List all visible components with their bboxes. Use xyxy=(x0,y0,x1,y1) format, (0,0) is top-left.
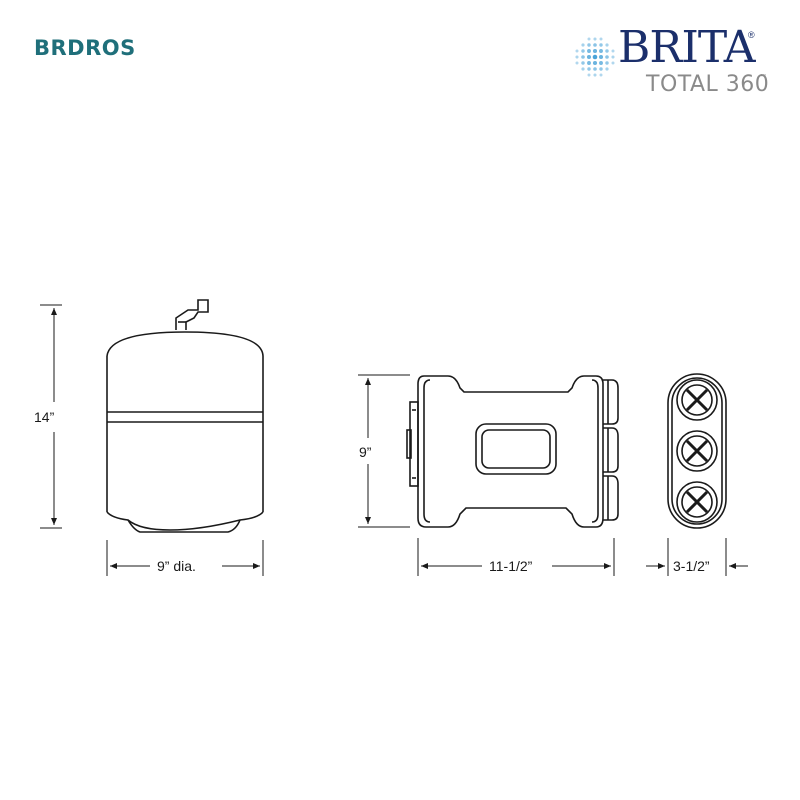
unit-height-dimension xyxy=(358,374,410,528)
cartridge-cap-icon xyxy=(676,481,718,523)
brand-subname: TOTAL 360 xyxy=(646,72,770,97)
cartridge-cap-icon xyxy=(676,430,718,472)
tank-dome xyxy=(106,331,264,357)
brita-dots-icon xyxy=(575,37,615,77)
unit-depth-label: 3-1/2” xyxy=(673,558,710,574)
brand-name: BRITA xyxy=(618,22,756,73)
cartridge-cap-icon xyxy=(676,379,718,421)
unit-height-label: 9” xyxy=(359,444,372,460)
registered-mark: ® xyxy=(748,30,755,40)
trademark-mark: ™ xyxy=(760,74,766,80)
filter-cartridge-caps xyxy=(603,379,619,521)
filter-unit-side-view xyxy=(406,375,619,528)
unit-depth-dimension xyxy=(646,538,748,576)
end-view-housing xyxy=(667,373,727,529)
unit-bracket xyxy=(406,401,419,487)
filter-unit-end-view xyxy=(667,373,727,529)
tank-height-label: 14” xyxy=(34,409,55,425)
model-code: BRDROS xyxy=(34,36,136,60)
unit-width-dimension xyxy=(417,538,615,576)
tank-diameter-label: 9” dia. xyxy=(157,558,196,574)
tank-diameter-dimension xyxy=(106,540,264,576)
unit-body xyxy=(417,375,604,528)
tank-base xyxy=(106,511,264,531)
storage-tank xyxy=(106,299,264,533)
brita-total-360-logo: BRITA ® TOTAL 360 ™ xyxy=(574,26,774,106)
unit-window xyxy=(475,423,557,475)
unit-width-label: 11-1/2” xyxy=(489,558,533,574)
tank-height-dimension xyxy=(40,304,62,529)
tank-elbow-fitting xyxy=(175,299,209,330)
